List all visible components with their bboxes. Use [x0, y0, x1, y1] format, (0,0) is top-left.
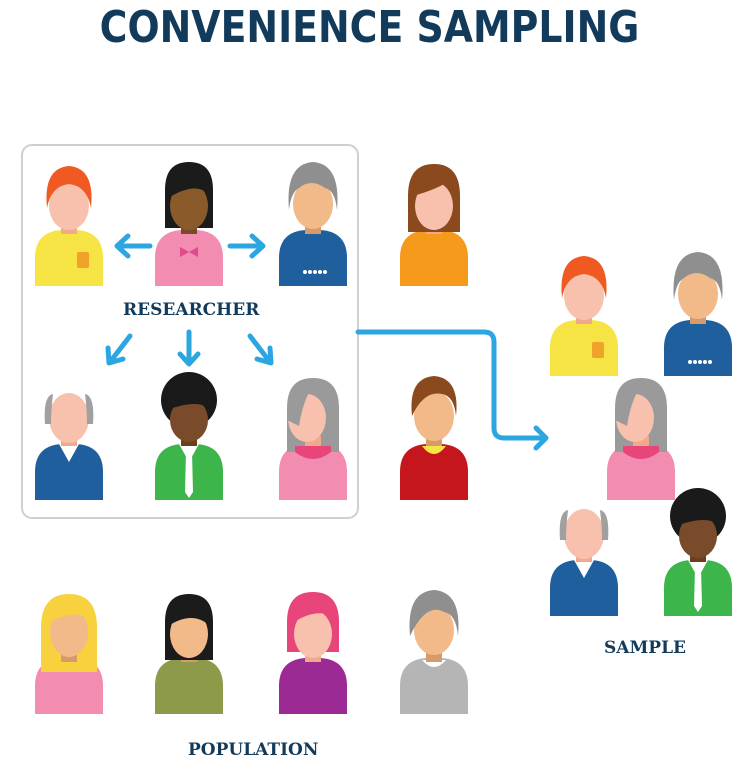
diagram-title: CONVENIENCE SAMPLING — [99, 2, 640, 53]
person-icon — [35, 166, 103, 286]
person-icon — [279, 162, 347, 286]
person-icon — [400, 590, 468, 714]
arrow-icon — [105, 233, 549, 451]
person-icon — [664, 252, 732, 376]
person-icon — [550, 509, 618, 616]
population-label: POPULATION — [188, 740, 319, 760]
person-icon — [400, 164, 468, 286]
sample-label: SAMPLE — [604, 638, 686, 658]
person-icon — [400, 376, 468, 500]
person-icon — [279, 378, 347, 500]
person-icon — [607, 378, 675, 500]
person-icon — [279, 592, 347, 714]
person-icon — [664, 488, 732, 616]
researcher-icon — [155, 162, 223, 286]
researcher-label: RESEARCHER — [123, 300, 260, 320]
person-icon — [155, 594, 223, 714]
person-icon — [155, 372, 223, 500]
person-icon — [35, 393, 103, 500]
person-icon — [35, 594, 103, 714]
person-icon — [550, 256, 618, 376]
